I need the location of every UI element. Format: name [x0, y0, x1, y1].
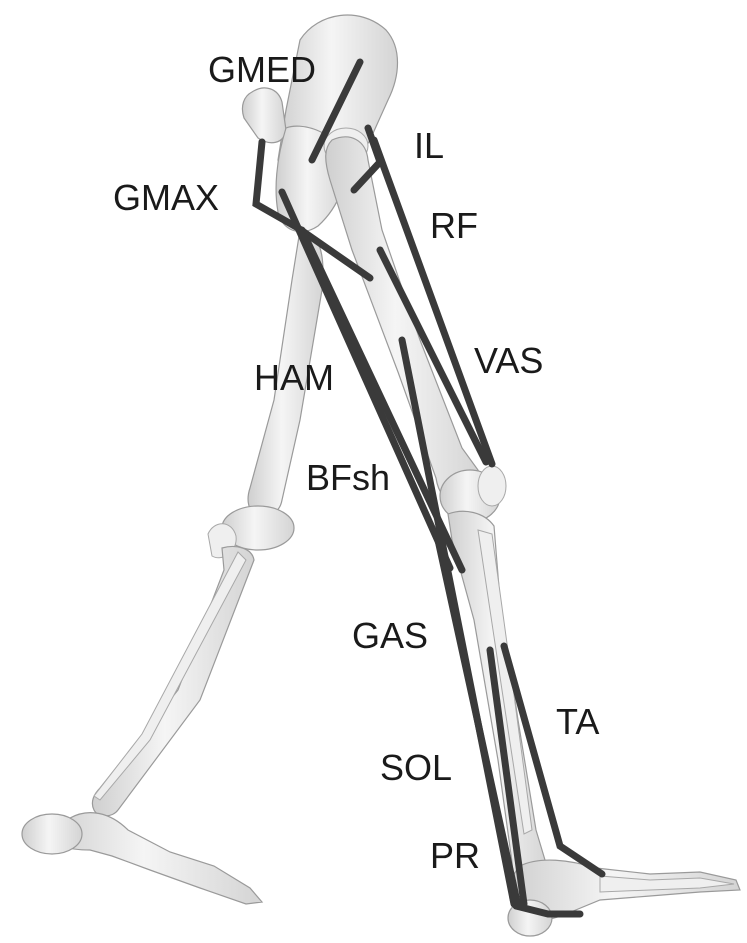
- left-leg-bones: [22, 230, 323, 904]
- left-heel: [22, 814, 82, 854]
- label-pr: PR: [430, 838, 480, 874]
- label-gmed: GMED: [208, 52, 316, 88]
- label-gas: GAS: [352, 618, 428, 654]
- label-ham: HAM: [254, 360, 334, 396]
- label-gmax: GMAX: [113, 180, 219, 216]
- label-il: IL: [414, 128, 444, 164]
- left-fibula: [94, 552, 246, 800]
- right-patella: [478, 466, 506, 506]
- sacrum: [242, 88, 286, 143]
- label-rf: RF: [430, 208, 478, 244]
- label-bfsh: BFsh: [306, 460, 390, 496]
- label-sol: SOL: [380, 750, 452, 786]
- right-leg-bones: [326, 137, 740, 936]
- label-vas: VAS: [474, 343, 543, 379]
- label-ta: TA: [556, 704, 599, 740]
